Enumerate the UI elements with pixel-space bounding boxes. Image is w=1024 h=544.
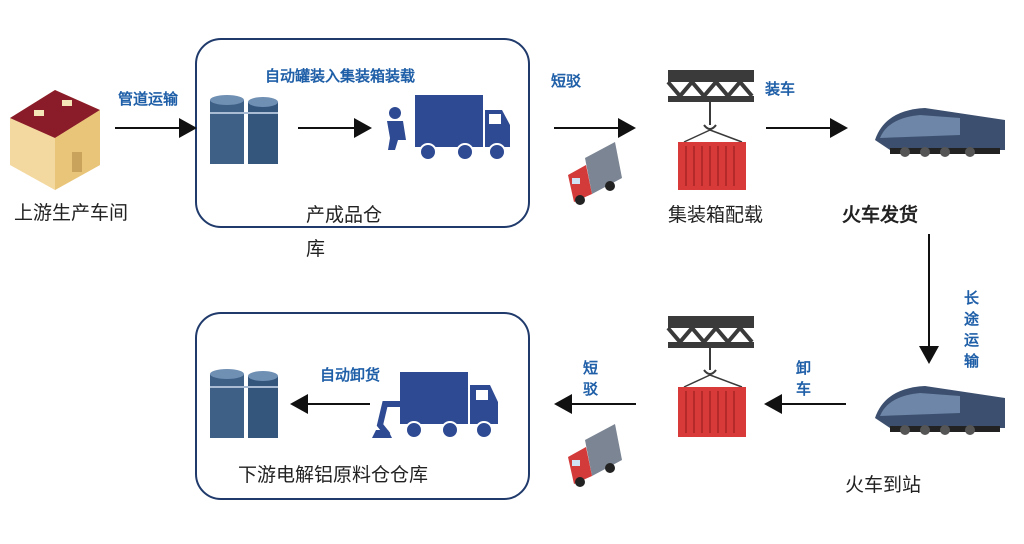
workshop-building-icon bbox=[10, 90, 100, 190]
label-unload: 卸车 bbox=[794, 360, 812, 402]
downstream-tanks-icon bbox=[210, 369, 278, 438]
node-train-dispatch: 火车发货 bbox=[842, 204, 919, 226]
node-upstream-workshop: 上游生产车间 bbox=[14, 202, 129, 224]
node-warehouse-line2: 库 bbox=[306, 238, 326, 260]
container-bottom-icon bbox=[678, 387, 746, 437]
label-short-haul-top: 短驳 bbox=[551, 72, 582, 90]
node-train-arrival: 火车到站 bbox=[845, 474, 922, 496]
worker-icon bbox=[387, 107, 406, 150]
crane-icon bbox=[666, 70, 754, 143]
label-pipeline: 管道运输 bbox=[118, 90, 179, 108]
blue-truck-icon bbox=[415, 95, 510, 161]
label-load-train: 装车 bbox=[765, 80, 796, 98]
train-icon bbox=[875, 108, 1005, 157]
small-truck-icon bbox=[568, 142, 622, 205]
container-icon bbox=[678, 142, 746, 190]
small-truck-bottom-icon bbox=[568, 424, 622, 487]
label-long-haul: 长途运输 bbox=[962, 290, 980, 374]
storage-tanks-icon bbox=[210, 95, 278, 164]
label-short-haul-bottom: 短驳 bbox=[581, 360, 599, 402]
node-warehouse-line1: 产成品仓 bbox=[306, 204, 383, 226]
label-auto-unload: 自动卸货 bbox=[320, 366, 381, 384]
label-auto-tank-loading: 自动罐装入集装箱装载 bbox=[265, 67, 416, 85]
node-downstream-warehouse: 下游电解铝原料仓仓库 bbox=[238, 464, 429, 486]
dump-truck-icon bbox=[372, 372, 498, 439]
node-container-loading: 集装箱配载 bbox=[668, 204, 764, 226]
crane-bottom-icon bbox=[666, 316, 754, 388]
train-arrival-icon bbox=[875, 386, 1005, 435]
